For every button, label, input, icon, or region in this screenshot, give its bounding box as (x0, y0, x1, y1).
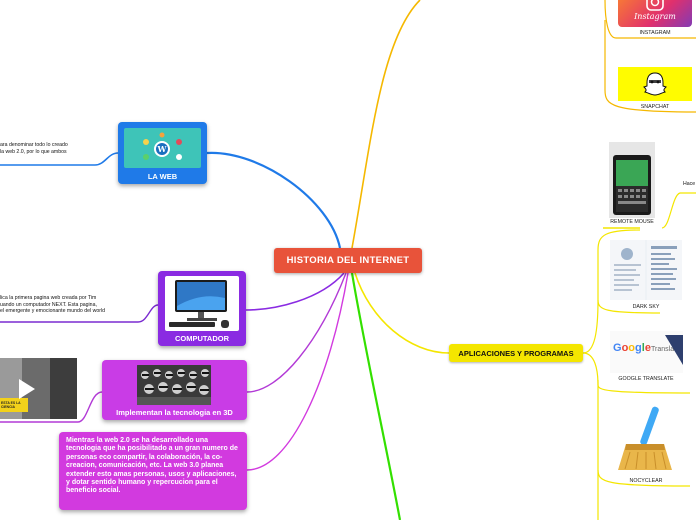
instagram-image: Instagram (618, 0, 692, 27)
central-topic-label: HISTORIA DEL INTERNET (286, 255, 410, 266)
connector-web3 (246, 272, 349, 471)
weather-screenshot (610, 240, 682, 300)
phone-screenshot (609, 142, 655, 218)
svg-text:Translate: Translate (651, 346, 680, 353)
google-translate-logo: Google Translate (613, 335, 683, 365)
svg-text:Google: Google (613, 342, 651, 354)
audience-3d-image (137, 365, 211, 405)
connector-tech-video (0, 391, 103, 423)
svg-text:W: W (157, 144, 168, 154)
web-illustration: W (124, 128, 201, 168)
video-thumbnail[interactable]: ESTA ES LA CIENCIA (0, 358, 77, 419)
node-la-web[interactable]: W LA WEB (118, 122, 207, 184)
wordpress-icon: W (143, 132, 182, 160)
app-instagram-label: INSTAGRAM (639, 30, 671, 36)
desktop-computer-icon (169, 280, 229, 328)
connector-computer (245, 272, 345, 311)
connector-green (350, 272, 402, 520)
app-remote-mouse-label: REMOTE MOUSE (610, 219, 654, 225)
instagram-logo-text: Instagram (634, 12, 676, 21)
node-aplicaciones-label: APLICACIONES Y PROGRAMAS (458, 348, 574, 358)
instagram-icon (646, 0, 664, 11)
app-snapchat-label: SNAPCHAT (640, 104, 670, 110)
node-aplicaciones[interactable]: APLICACIONES Y PROGRAMAS (449, 344, 583, 362)
node-tecnologia-3d-label: Implementan la tecnologia en 3D (116, 408, 233, 417)
app-google-translate-label: GOOGLE TRANSLATE (618, 376, 674, 382)
app-dark-sky-label: DARK SKY (632, 304, 660, 310)
nocyclear-image (610, 404, 682, 474)
connector-web (206, 151, 342, 249)
node-computador-label: COMPUTADOR (174, 334, 230, 343)
web-note-text: ara denominar todo lo creado la web 2.0,… (0, 142, 68, 155)
node-computador[interactable]: COMPUTADOR (158, 271, 246, 346)
video-badge: ESTA ES LA CIENCIA (1, 401, 21, 409)
node-tecnologia-3d[interactable]: Implementan la tecnologia en 3D (102, 360, 247, 420)
video-frame (0, 358, 77, 419)
audience-3d-photo (137, 365, 211, 405)
broom-icon (618, 406, 672, 470)
connector-computer-note (0, 304, 159, 323)
node-web3-description[interactable]: Mientras la web 2.0 se ha desarrollado u… (59, 432, 247, 510)
computer-note-text: lica la primera pagina web creada por Ti… (0, 295, 105, 315)
snapchat-ghost-icon (643, 72, 667, 96)
remote-mouse-image (609, 142, 655, 218)
play-icon[interactable] (19, 379, 35, 399)
connector-apps (354, 272, 450, 354)
connector-tech (246, 272, 347, 393)
dark-sky-image (610, 240, 682, 300)
web3-description-text: Mientras la web 2.0 se ha desarrollado u… (66, 437, 238, 495)
computer-image (165, 276, 239, 331)
node-la-web-label: LA WEB (147, 172, 178, 181)
google-translate-image: Google Translate (610, 331, 683, 373)
central-topic[interactable]: HISTORIA DEL INTERNET (274, 248, 422, 273)
app-nocyclear-label: NOCYCLEAR (629, 478, 663, 484)
snapchat-image (618, 67, 692, 101)
hacer-note-text: Hace (683, 181, 696, 187)
connector-web-note (0, 152, 119, 166)
connector-orange (351, 0, 421, 249)
